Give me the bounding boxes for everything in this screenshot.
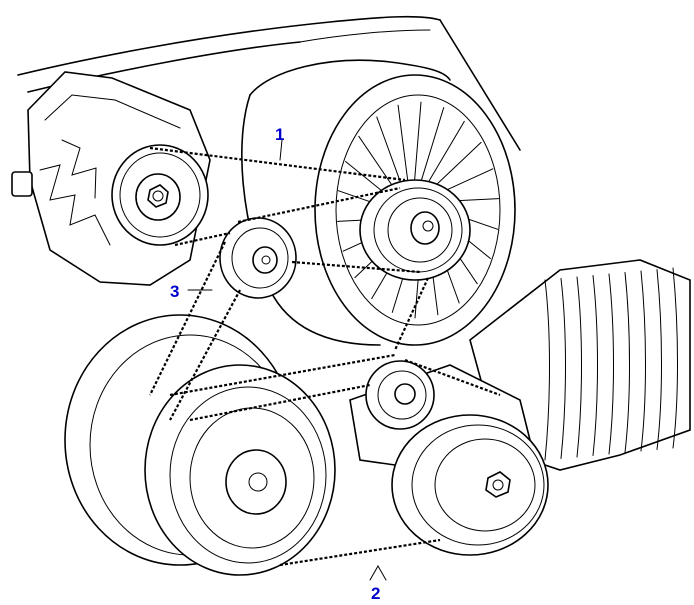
- fan-blade: [433, 141, 482, 188]
- hose-rib: [544, 279, 550, 461]
- hose-rib: [672, 267, 678, 449]
- hose-rib: [560, 278, 566, 459]
- callout-3: 3: [170, 282, 180, 301]
- hose-rib: [656, 269, 662, 450]
- fan-blade: [376, 116, 403, 188]
- belt-3: [149, 241, 429, 421]
- hose-rib: [576, 276, 582, 458]
- hose-rib: [640, 270, 646, 452]
- crankshaft-pulley-icon: [64, 314, 336, 576]
- hose-rib: [592, 275, 598, 456]
- fan-blade: [397, 104, 409, 184]
- callout-leaders: [187, 139, 387, 581]
- fan-blade: [420, 107, 445, 181]
- belt-2: [169, 353, 501, 567]
- alternator-icon: [11, 71, 211, 286]
- idler-pulley-icon: [219, 217, 297, 299]
- fan-pulley-icon: [359, 179, 471, 281]
- belt-1: [149, 146, 421, 274]
- hose-rib: [608, 273, 614, 455]
- callout-2: 2: [371, 584, 381, 603]
- hose-rib: [624, 272, 630, 453]
- fan-blade: [414, 101, 422, 181]
- tensioner-pulley-icon: [365, 360, 435, 430]
- callout-1: 1: [275, 125, 285, 144]
- fan-blade: [427, 120, 465, 184]
